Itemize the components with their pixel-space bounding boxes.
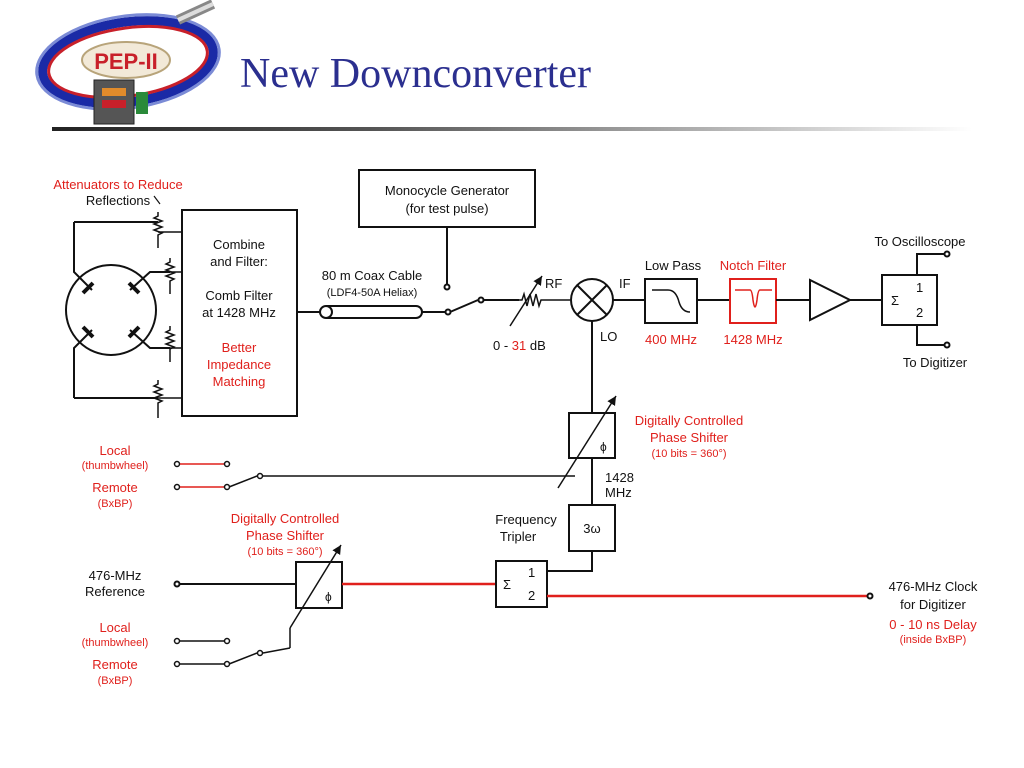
- phase-shifter-upper-symbol: ϕ: [600, 440, 607, 454]
- mixer-rf-label: RF: [545, 276, 562, 291]
- local-lower-sub: (thumbwheel): [82, 637, 149, 649]
- clock-line2: for Digitizer: [900, 597, 966, 612]
- notch-freq: 1428 MHz: [723, 332, 782, 347]
- title-divider: [52, 127, 972, 131]
- switch-upper: [173, 460, 575, 491]
- to-digitizer-label: To Digitizer: [903, 355, 968, 370]
- logo-text: PEP-II: [94, 49, 158, 74]
- splitter-upper-port1: 1: [916, 280, 923, 295]
- combine-filter-box: [181, 209, 298, 417]
- phase-shifter-upper-title-2: Phase Shifter: [650, 430, 729, 445]
- reference-line2: Reference: [85, 584, 145, 599]
- monocycle-generator-box: [358, 169, 536, 228]
- combine-red-3: Matching: [213, 374, 266, 389]
- clock-line1: 476-MHz Clock: [889, 579, 978, 594]
- phase-shifter-lower-title-1: Digitally Controlled: [231, 511, 339, 526]
- mixer-lo-label: LO: [600, 329, 617, 344]
- reference-line1: 476-MHz: [89, 568, 142, 583]
- splitter-lower-sigma: Σ: [503, 577, 511, 592]
- switch-lower: [173, 637, 291, 668]
- phase-shifter-lower-sub: (10 bits = 360°): [247, 546, 322, 558]
- local-upper-label: Local: [99, 443, 130, 458]
- monocycle-line-2: (for test pulse): [405, 201, 488, 216]
- phase-shifter-lower-symbol: ϕ: [325, 590, 332, 604]
- splitter-upper-sigma: Σ: [891, 293, 899, 308]
- combine-line-2: and Filter:: [210, 254, 268, 269]
- phase-shifter-upper-sub: (10 bits = 360°): [651, 448, 726, 460]
- low-pass-freq: 400 MHz: [645, 332, 697, 347]
- mixer-if-label: IF: [619, 276, 631, 291]
- combine-red-2: Impedance: [207, 357, 271, 372]
- local-lower-label: Local: [99, 620, 130, 635]
- combine-line-5: at 1428 MHz: [202, 305, 276, 320]
- attenuator-range: 0 - 31 dB: [493, 338, 546, 353]
- remote-upper-sub: (BxBP): [98, 498, 133, 510]
- combine-line-1: Combine: [213, 237, 265, 252]
- phase-shifter-lower: [295, 561, 343, 609]
- tripler-label-2: Tripler: [500, 529, 537, 544]
- remote-upper-label: Remote: [92, 480, 138, 495]
- attenuators-note-line2: Reflections: [86, 193, 151, 208]
- coax-label: 80 m Coax Cable: [322, 268, 422, 283]
- local-upper-sub: (thumbwheel): [82, 460, 149, 472]
- splitter-lower-port1: 1: [528, 565, 535, 580]
- splitter-upper-port2: 2: [916, 305, 923, 320]
- phase-shifter-upper-title-1: Digitally Controlled: [635, 413, 743, 428]
- notch-label: Notch Filter: [720, 258, 787, 273]
- combine-red-1: Better: [222, 340, 257, 355]
- pickup-assembly: [65, 221, 170, 399]
- low-pass-label: Low Pass: [645, 258, 702, 273]
- attenuator-resistors: [151, 195, 182, 418]
- clock-red2: (inside BxBP): [900, 634, 967, 646]
- remote-lower-label: Remote: [92, 657, 138, 672]
- splitter-lower: [495, 560, 548, 608]
- amplifier: [809, 278, 853, 322]
- remote-lower-sub: (BxBP): [98, 675, 133, 687]
- monocycle-line-1: Monocycle Generator: [385, 183, 510, 198]
- phase-shifter-lower-title-2: Phase Shifter: [246, 528, 325, 543]
- low-pass-filter: [644, 278, 698, 324]
- splitter-lower-port2: 2: [528, 588, 535, 603]
- slide-title: New Downconverter: [240, 51, 592, 97]
- coax-cable: [319, 305, 423, 319]
- pep-ii-logo: PEP-II: [35, 0, 221, 125]
- combine-line-4: Comb Filter: [205, 288, 273, 303]
- lo-freq-line2: MHz: [605, 485, 632, 500]
- clock-red1: 0 - 10 ns Delay: [889, 617, 977, 632]
- coax-sublabel: (LDF4-50A Heliax): [327, 287, 417, 299]
- phase-shifter-upper: [568, 412, 616, 459]
- attenuators-note-line1: Attenuators to Reduce: [53, 177, 182, 192]
- tripler-symbol: 3ω: [583, 521, 600, 536]
- splitter-upper: [881, 274, 938, 326]
- variable-attenuator: [509, 275, 570, 327]
- to-oscilloscope-label: To Oscilloscope: [874, 234, 965, 249]
- lo-freq-line1: 1428: [605, 470, 634, 485]
- tripler-label-1: Frequency: [495, 512, 557, 527]
